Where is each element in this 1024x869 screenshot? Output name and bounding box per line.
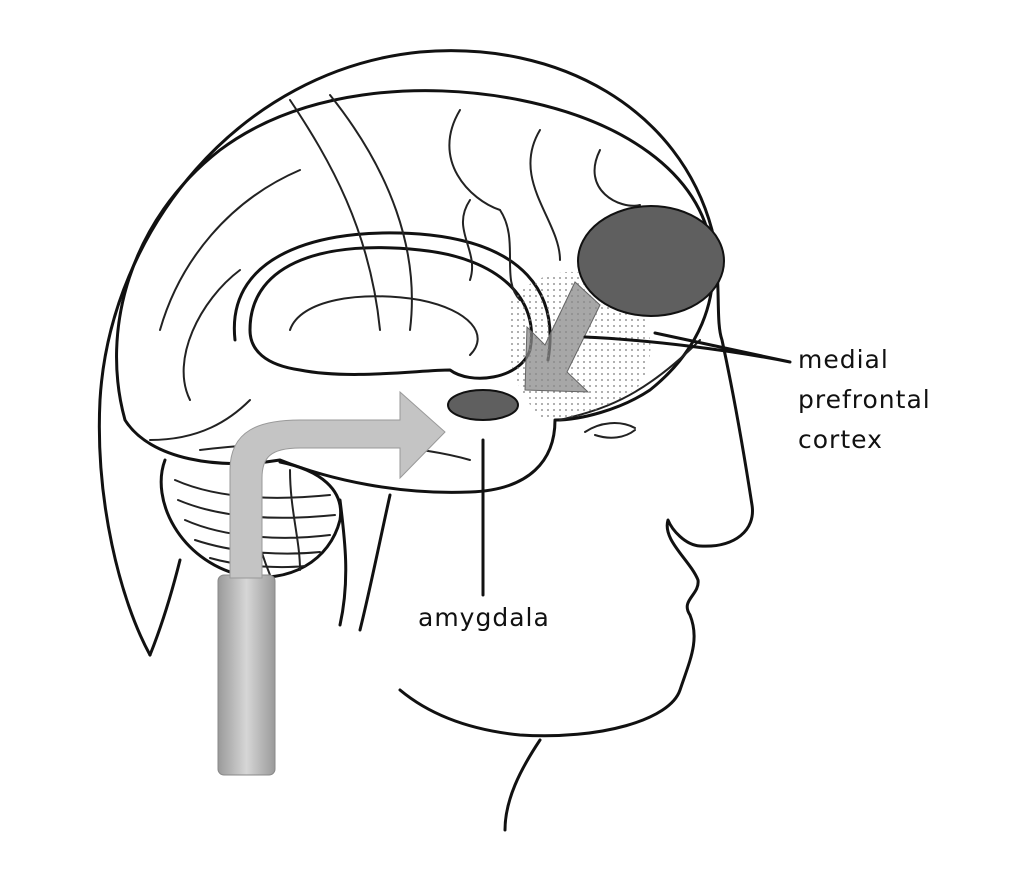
corpus-callosum bbox=[248, 246, 533, 380]
medial-prefrontal-cortex-region bbox=[577, 205, 725, 317]
neck-outline bbox=[503, 738, 542, 832]
mpfc-label: medial prefrontal cortex bbox=[798, 340, 931, 460]
fornix bbox=[289, 295, 479, 356]
gyri-lines bbox=[149, 94, 641, 441]
mpfc-label-line-2: prefrontal bbox=[798, 385, 931, 414]
back-neck bbox=[148, 558, 182, 657]
amygdala-region bbox=[447, 389, 519, 421]
mpfc-label-line-3: cortex bbox=[798, 425, 883, 454]
pathway-arrow bbox=[229, 390, 446, 579]
spinal-cord-tube bbox=[217, 574, 276, 776]
brainstem bbox=[338, 493, 392, 632]
amygdala-label: amygdala bbox=[418, 603, 550, 632]
brain-outline bbox=[115, 89, 715, 494]
mpfc-leader-line bbox=[583, 331, 792, 364]
eye bbox=[584, 422, 636, 439]
mpfc-label-line-1: medial bbox=[798, 345, 889, 374]
regulation-arrow bbox=[524, 281, 601, 393]
